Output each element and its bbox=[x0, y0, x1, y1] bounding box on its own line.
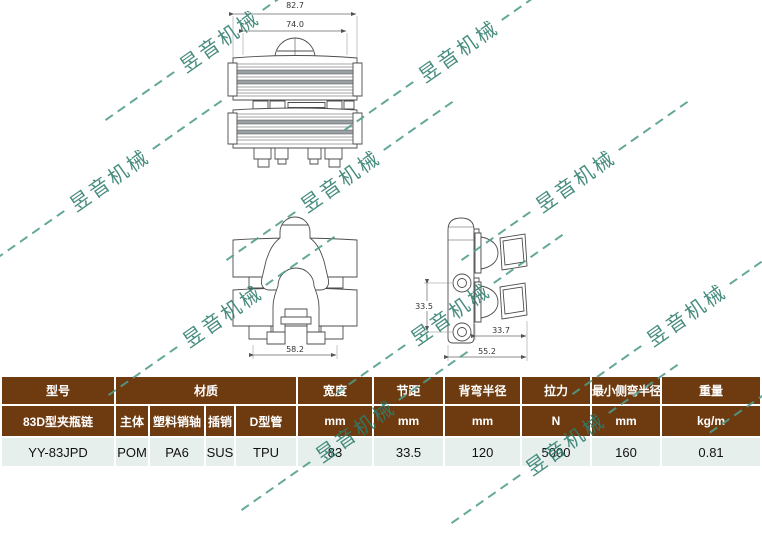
th-weight: 重量 bbox=[662, 377, 761, 404]
value-min-side-bend-radius: 160 bbox=[592, 438, 661, 466]
th-body-material: 主体 bbox=[116, 406, 148, 436]
value-pitch: 33.5 bbox=[374, 438, 444, 466]
th-pull-force: 拉力 bbox=[522, 377, 591, 404]
value-model: YY-83JPD bbox=[2, 438, 114, 466]
value-weight: 0.81 bbox=[662, 438, 761, 466]
dim-inner-width: 74.0 bbox=[286, 20, 304, 29]
page: { "colors":{ "header_brown":"#6e3b10", "… bbox=[0, 0, 762, 524]
watermark-text: 昱音机械 bbox=[65, 144, 155, 217]
dim-pitch: 33.5 bbox=[415, 302, 433, 311]
th-pitch: 节距 bbox=[374, 377, 444, 404]
drawing-side-view: 33.5 33.7 55.2 bbox=[413, 200, 540, 375]
value-back-bend-radius: 120 bbox=[445, 438, 521, 466]
value-pin-material: SUS bbox=[206, 438, 234, 466]
unit-pull-force: N bbox=[522, 406, 591, 436]
spec-table: 型号 材质 宽度 节距 背弯半径 拉力 最小侧弯半径 重量 83D型夹瓶链 主体… bbox=[0, 375, 762, 468]
clamp-view-body bbox=[233, 217, 357, 344]
unit-back-bend-radius: mm bbox=[445, 406, 521, 436]
watermark-text: 昱音机械 bbox=[414, 15, 504, 88]
dim-arm-length: 33.7 bbox=[492, 326, 510, 335]
drawing-front-view: 82.7 74.0 bbox=[218, 1, 382, 172]
dim-side-width: 55.2 bbox=[478, 347, 496, 356]
watermark-dash-line bbox=[450, 472, 523, 524]
watermark-dash-line bbox=[382, 99, 455, 151]
value-d-tube-material: TPU bbox=[236, 438, 297, 466]
watermark-dash-line bbox=[500, 0, 573, 21]
watermark-dash-line bbox=[0, 208, 67, 260]
side-view-body bbox=[448, 218, 527, 343]
watermark: 昱音机械 bbox=[0, 87, 231, 270]
witness-lines bbox=[233, 16, 357, 58]
th-width: 宽度 bbox=[298, 377, 373, 404]
th-min-side-bend-radius: 最小侧弯半径 bbox=[592, 377, 661, 404]
drawing-clamp-view: 58.2 bbox=[223, 205, 371, 367]
dim-clamp-width: 58.2 bbox=[286, 345, 304, 354]
front-view-body bbox=[228, 38, 362, 167]
watermark-dash-line bbox=[151, 98, 224, 150]
watermark-dash-line bbox=[617, 99, 690, 151]
unit-width: mm bbox=[298, 406, 373, 436]
th-plastic-pin-material: 塑料销轴 bbox=[150, 406, 204, 436]
unit-min-side-bend-radius: mm bbox=[592, 406, 661, 436]
dimension-lines bbox=[228, 11, 357, 34]
unit-pitch: mm bbox=[374, 406, 444, 436]
watermark-text: 昱音机械 bbox=[642, 279, 732, 352]
unit-weight: kg/m bbox=[662, 406, 761, 436]
th-d-tube-material: D型管 bbox=[236, 406, 297, 436]
dim-text-backing bbox=[413, 301, 435, 311]
value-plastic-pin-material: PA6 bbox=[150, 438, 204, 466]
value-body-material: POM bbox=[116, 438, 148, 466]
watermark-dash-line bbox=[728, 233, 762, 285]
value-width: 83 bbox=[298, 438, 373, 466]
th-pin-material: 插销 bbox=[206, 406, 234, 436]
value-pull-force: 5000 bbox=[522, 438, 591, 466]
th-model-name: 83D型夹瓶链 bbox=[2, 406, 114, 436]
dim-overall-width: 82.7 bbox=[286, 1, 304, 10]
watermark-dash-line bbox=[104, 69, 177, 121]
th-back-bend-radius: 背弯半径 bbox=[445, 377, 521, 404]
th-model: 型号 bbox=[2, 377, 114, 404]
watermark-text: 昱音机械 bbox=[531, 145, 621, 218]
th-material: 材质 bbox=[116, 377, 297, 404]
